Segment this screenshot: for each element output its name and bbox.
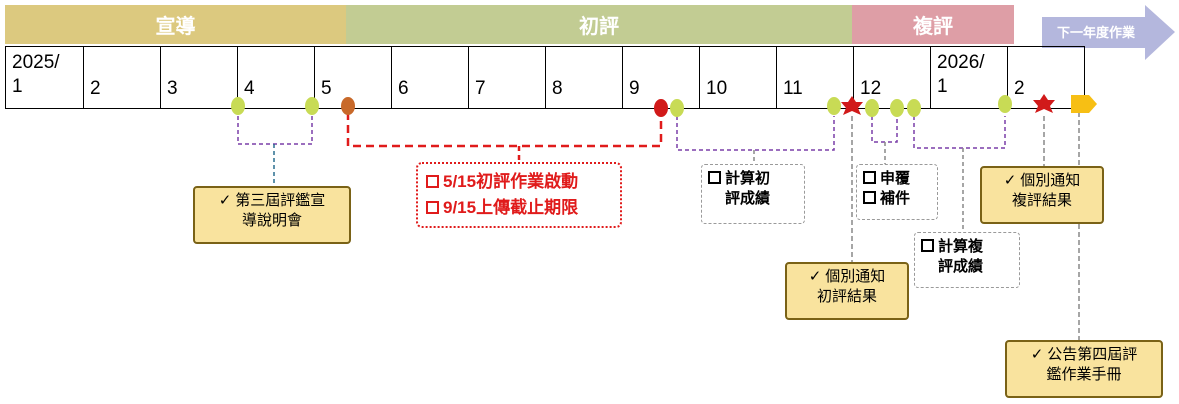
note-appeal: 申覆 補件 (856, 164, 938, 220)
month-cell: 10 (699, 47, 776, 108)
month-label: 4 (244, 78, 255, 99)
month-cell: 12 (853, 47, 930, 108)
checkbox-icon (863, 191, 876, 204)
month-label: 2026/ 1 (937, 52, 985, 97)
phase-second-review: 複評 (852, 5, 1014, 44)
phase-promotion: 宣導 (5, 5, 346, 44)
note-first-result: ✓個別通知 初評結果 (785, 262, 909, 320)
month-label: 9 (629, 78, 640, 99)
briefing-bracket (237, 116, 313, 145)
appeal-bracket (871, 116, 898, 143)
month-cell: 2026/ 1 (930, 47, 1007, 108)
month-cell: 4 (237, 47, 314, 108)
note-text: 公告第四屆評 (1047, 346, 1138, 363)
note-briefing: ✓第三屆評鑑宣 導說明會 (193, 186, 351, 244)
note-text: 評成績 (938, 258, 984, 275)
month-cell: 2025/ 1 (6, 47, 83, 108)
check-icon: ✓ (1003, 172, 1017, 189)
check-icon: ✓ (1030, 346, 1044, 363)
note-text: 補件 (880, 190, 911, 207)
month-label: 2 (90, 78, 101, 99)
month-cell: 2 (1007, 47, 1086, 108)
month-label: 2025/ 1 (12, 52, 60, 97)
checkbox-icon (921, 239, 934, 252)
next-year-label: 下一年度作業 (1056, 25, 1135, 40)
month-label: 5 (321, 78, 332, 99)
note-announce: ✓公告第四屆評 鑑作業手冊 (1005, 340, 1163, 398)
checkbox-icon (863, 171, 876, 184)
month-cell: 7 (468, 47, 545, 108)
note-text: 個別通知 (825, 268, 886, 285)
deadline-bracket (346, 112, 663, 148)
month-cell: 5 (314, 47, 391, 108)
note-deadlines: 5/15初評作業啟動 9/15上傳截止期限 (416, 162, 622, 228)
note-text: 導說明會 (241, 212, 302, 229)
note-text: 初評結果 (816, 288, 877, 305)
month-cell: 3 (160, 47, 237, 108)
month-label: 2 (1014, 78, 1025, 99)
month-cell: 2 (83, 47, 160, 108)
note-text: 9/15上傳截止期限 (443, 198, 579, 217)
month-label: 7 (475, 78, 486, 99)
note-text: 計算初 (725, 170, 771, 187)
note-text: 鑑作業手冊 (1046, 366, 1122, 383)
note-text: 5/15初評作業啟動 (443, 172, 579, 191)
month-timeline: 2025/ 1 2 3 4 5 6 7 8 9 10 11 12 2026/ 1… (5, 46, 1085, 109)
calc-first-bracket (676, 116, 835, 151)
note-text: 個別通知 (1020, 172, 1081, 189)
note-text: 複評結果 (1011, 192, 1072, 209)
checkbox-icon (426, 175, 439, 188)
note-text: 第三屆評鑑宣 (235, 192, 326, 209)
month-label: 12 (860, 78, 882, 99)
note-second-result: ✓個別通知 複評結果 (980, 166, 1104, 224)
month-label: 8 (552, 78, 563, 99)
check-icon: ✓ (808, 268, 822, 285)
month-label: 3 (167, 78, 178, 99)
note-calc-second: 計算複 評成績 (914, 232, 1020, 288)
month-cell: 8 (545, 47, 622, 108)
month-cell: 6 (391, 47, 468, 108)
note-calc-first: 計算初 評成績 (701, 164, 805, 224)
note-text: 計算複 (938, 238, 984, 255)
month-cell: 11 (776, 47, 853, 108)
calc-second-bracket (913, 116, 1006, 149)
checkbox-icon (426, 201, 439, 214)
phase-first-review: 初評 (346, 5, 852, 44)
checkbox-icon (708, 171, 721, 184)
month-label: 11 (783, 78, 803, 99)
note-text: 評成績 (725, 190, 771, 207)
month-label: 6 (398, 78, 409, 99)
month-label: 10 (706, 78, 728, 99)
month-cell: 9 (622, 47, 699, 108)
check-icon: ✓ (218, 192, 232, 209)
note-text: 申覆 (880, 170, 911, 187)
